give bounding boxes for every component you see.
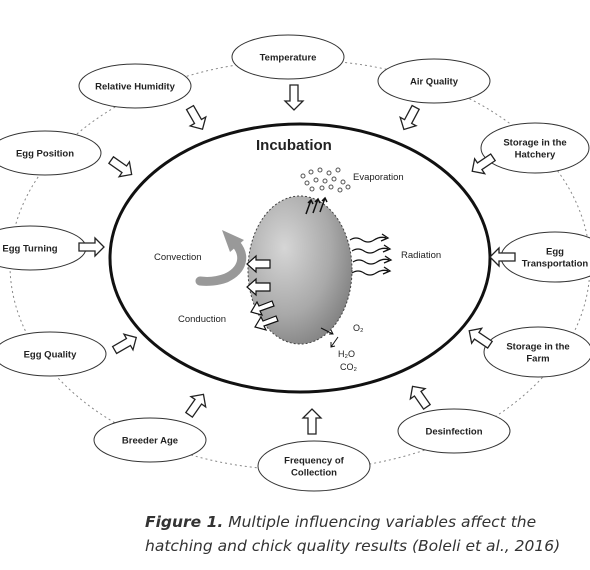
- factor-temperature-arrow: [283, 84, 305, 111]
- factor-storage-hatchery-label: Storage in the: [503, 138, 566, 149]
- factor-air-quality-arrow: [399, 104, 421, 131]
- factor-egg-turning-arrow: [78, 236, 105, 258]
- factor-air-quality: Air Quality: [377, 58, 491, 104]
- factor-egg-position: Egg Position: [0, 130, 102, 176]
- convection-arrow-head: [222, 230, 244, 252]
- factor-temperature: Temperature: [231, 34, 345, 80]
- factor-storage-hatchery-arrow: [471, 153, 497, 175]
- factor-temperature-ellipse: [231, 34, 345, 80]
- gas-arrows: [320, 327, 339, 348]
- factor-desinfection: Desinfection: [397, 408, 511, 454]
- factor-relative-humidity-label: Relative Humidity: [95, 82, 175, 93]
- factor-egg-transportation-label: Transportation: [522, 259, 589, 270]
- factor-egg-quality-label: Egg Quality: [24, 350, 78, 361]
- factor-frequency-collection-label: Collection: [291, 468, 337, 479]
- factor-storage-farm-label: Storage in the: [506, 342, 569, 353]
- caption-line2: hatching and chick quality results (Bole…: [145, 537, 561, 555]
- factor-relative-humidity-ellipse: [78, 63, 192, 109]
- egg: [247, 195, 353, 345]
- factor-egg-turning: Egg Turning: [0, 225, 87, 271]
- figure-caption: Figure 1. Multiple influencing variables…: [145, 510, 590, 558]
- conduction-arrows: [246, 254, 279, 331]
- h2o-label: H₂O: [338, 349, 355, 359]
- factor-frequency-collection-label: Frequency of: [284, 456, 344, 467]
- factor-frequency-collection-ellipse: [257, 440, 371, 492]
- factor-egg-transportation-label: Egg: [546, 247, 564, 258]
- factor-egg-position-arrow: [107, 155, 133, 178]
- factor-egg-quality-ellipse: [0, 331, 107, 377]
- factor-storage-hatchery-ellipse: [480, 122, 590, 174]
- factor-storage-farm-arrow: [468, 327, 494, 349]
- evaporation-label: Evaporation: [353, 172, 404, 183]
- factor-egg-position-ellipse: [0, 130, 102, 176]
- factor-air-quality-ellipse: [377, 58, 491, 104]
- evaporation-dots: [300, 167, 351, 193]
- factor-breeder-age-label: Breeder Age: [122, 436, 178, 447]
- factor-arrows: [78, 84, 516, 435]
- factor-breeder-age-ellipse: [93, 417, 207, 463]
- factor-egg-turning-label: Egg Turning: [2, 244, 57, 255]
- o2-label: O₂: [353, 323, 364, 333]
- incubation-title: Incubation: [256, 137, 332, 154]
- conduction-label: Conduction: [178, 314, 226, 325]
- factor-storage-hatchery-label: Hatchery: [515, 150, 556, 161]
- factor-storage-farm-label: Farm: [526, 354, 549, 365]
- factor-breeder-age-arrow: [184, 393, 207, 419]
- caption-label: Figure 1.: [145, 513, 224, 531]
- factor-egg-transportation-arrow: [489, 246, 516, 268]
- factor-breeder-age: Breeder Age: [93, 417, 207, 463]
- radiation-label: Radiation: [401, 250, 441, 261]
- factor-desinfection-arrow: [409, 385, 432, 411]
- convection-label: Convection: [154, 252, 202, 263]
- evaporation-arrows: [305, 196, 328, 215]
- factor-frequency-collection-arrow: [301, 408, 323, 435]
- factor-desinfection-ellipse: [397, 408, 511, 454]
- caption-text: Multiple influencing variables affect th…: [223, 513, 537, 531]
- factor-storage-farm-ellipse: [483, 326, 590, 378]
- factor-egg-quality-arrow: [111, 333, 138, 355]
- factor-desinfection-label: Desinfection: [425, 427, 482, 438]
- factor-egg-quality: Egg Quality: [0, 331, 107, 377]
- factor-relative-humidity-arrow: [185, 104, 207, 131]
- factor-relative-humidity: Relative Humidity: [78, 63, 192, 109]
- co2-label: CO₂: [340, 362, 358, 372]
- convection-arrow: [195, 239, 247, 286]
- factor-air-quality-label: Air Quality: [410, 77, 459, 88]
- radiation-arrows: [349, 233, 393, 276]
- factor-temperature-label: Temperature: [260, 53, 317, 64]
- factor-egg-position-label: Egg Position: [16, 149, 74, 160]
